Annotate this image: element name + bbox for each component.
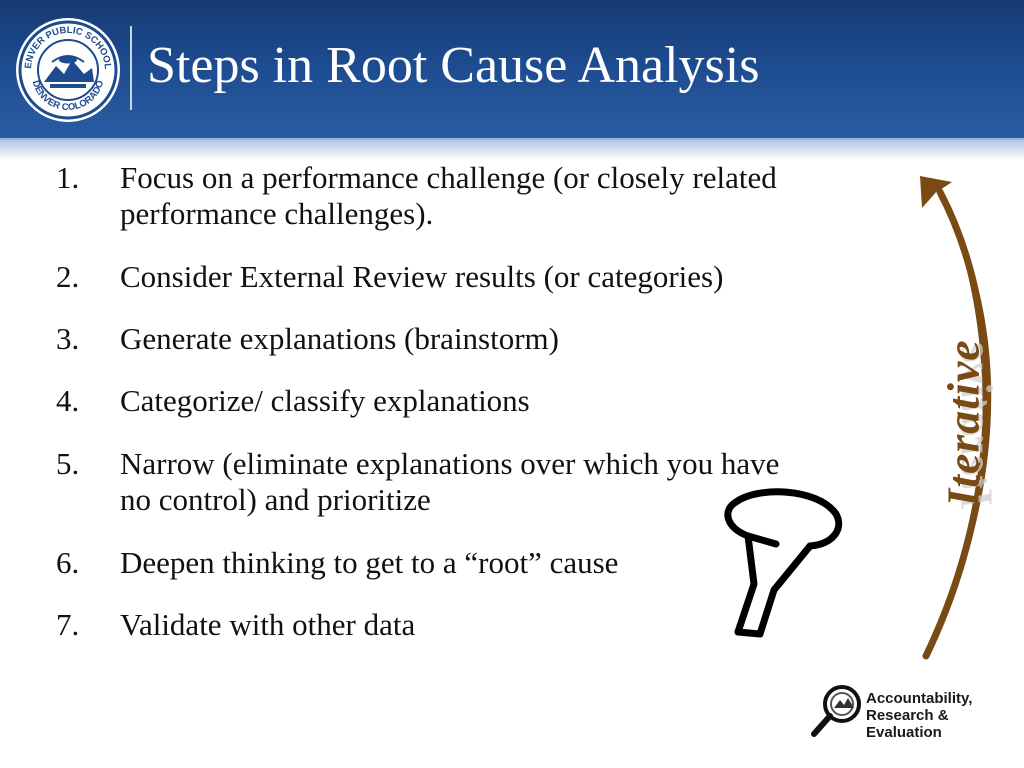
step-text: Narrow (eliminate explanations over whic… [120,446,920,518]
step-text: Consider External Review results (or cat… [120,259,920,295]
step-number: 6. [56,545,80,580]
step-text-line: Deepen thinking to get to a “root” cause [120,545,619,580]
footer-logo-line: Evaluation [866,724,942,741]
step-text-line: no control) and prioritize [120,482,431,517]
step-text: Categorize/ classify explanations [120,383,920,419]
magnifying-glass-logo-icon [811,685,861,737]
step-number: 7. [56,607,80,642]
step-text-line: performance challenges). [120,196,434,231]
footer-logo-text: Accountability, Research & Evaluation [866,690,972,741]
header-fade [0,138,1024,160]
step-text-line: Focus on a performance challenge (or clo… [120,160,777,195]
step-text: Focus on a performance challenge (or clo… [120,160,920,232]
footer-logo-line: Research & [866,707,949,724]
step-text-line: Categorize/ classify explanations [120,383,530,418]
slide-header [0,0,1024,140]
step-text: Deepen thinking to get to a “root” cause [120,545,920,581]
step-number: 3. [56,321,80,356]
iterative-label-area: Iterative Iterative [920,318,1006,528]
denver-public-schools-seal-icon: DENVER PUBLIC SCHOOLS DENVER COLORADO [14,16,120,122]
step-text-line: Narrow (eliminate explanations over whic… [120,446,780,481]
step-number: 4. [56,383,80,418]
step-number: 2. [56,259,80,294]
footer-logo-line: Accountability, [866,690,973,707]
header-divider [130,26,132,110]
step-number: 5. [56,446,80,481]
step-text-line: Validate with other data [120,607,416,642]
iterative-arrow-icon [920,176,992,660]
step-text: Validate with other data [120,607,920,643]
step-text-line: Consider External Review results (or cat… [120,259,724,294]
step-text-line: Generate explanations (brainstorm) [120,321,559,356]
step-text: Generate explanations (brainstorm) [120,321,920,357]
step-number: 1. [56,160,80,195]
funnel-icon [724,488,843,638]
iterative-label: Iterative [937,339,989,507]
slide-title: Steps in Root Cause Analysis [147,37,760,94]
